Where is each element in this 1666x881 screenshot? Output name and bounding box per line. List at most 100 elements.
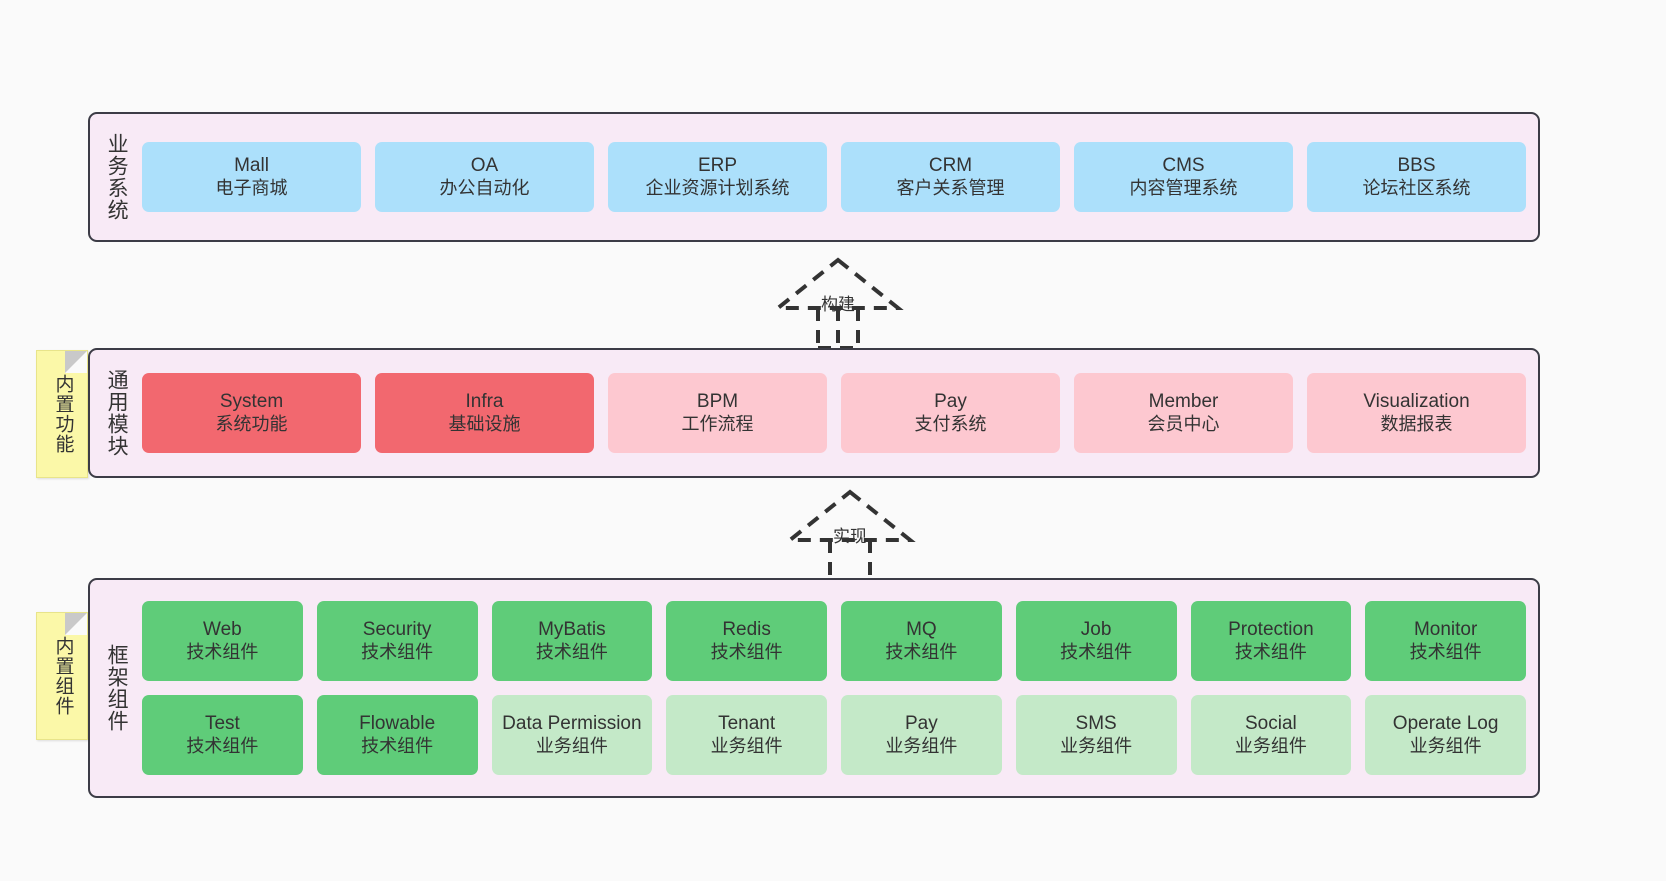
layer-business-systems-label: 业务系统 [105,133,129,221]
arrow-build: 构建 [748,252,928,352]
node-bbs-title: BBS [1397,155,1436,177]
node-mybatis-desc: 技术组件 [535,641,608,662]
node-operate-log[interactable]: Operate Log 业务组件 [1365,695,1526,775]
layer-common-modules: 通用模块 System 系统功能 Infra 基础设施 BPM 工作流程 Pay… [88,348,1540,478]
node-pay-component[interactable]: Pay 业务组件 [841,695,1002,775]
node-job-title: Job [1080,619,1112,641]
node-infra[interactable]: Infra 基础设施 [375,373,594,453]
node-member-title: Member [1148,391,1219,413]
node-mybatis-title: MyBatis [538,619,606,641]
business-systems-row: Mall 电子商城 OA 办公自动化 ERP 企业资源计划系统 CRM 客户关系… [142,142,1526,212]
node-system-desc: 系统功能 [215,413,288,434]
node-cms-desc: 内容管理系统 [1129,177,1238,198]
node-sms-title: SMS [1075,713,1117,735]
node-pay-module[interactable]: Pay 支付系统 [841,373,1060,453]
node-cms[interactable]: CMS 内容管理系统 [1074,142,1293,212]
node-visualization-title: Visualization [1363,391,1470,413]
node-oa-title: OA [470,155,499,177]
framework-row-business: Test 技术组件 Flowable 技术组件 Data Permission … [142,695,1526,775]
node-flowable[interactable]: Flowable 技术组件 [316,695,478,775]
node-mall[interactable]: Mall 电子商城 [142,142,361,212]
node-infra-desc: 基础设施 [448,413,521,434]
framework-row-tech: Web 技术组件 Security 技术组件 MyBatis 技术组件 Redi… [142,601,1526,681]
node-monitor[interactable]: Monitor 技术组件 [1365,601,1526,681]
node-tenant[interactable]: Tenant 业务组件 [666,695,827,775]
node-mall-desc: 电子商城 [215,177,288,198]
node-bbs[interactable]: BBS 论坛社区系统 [1307,142,1526,212]
node-web[interactable]: Web 技术组件 [142,601,303,681]
layer-business-systems-body: Mall 电子商城 OA 办公自动化 ERP 企业资源计划系统 CRM 客户关系… [134,122,1526,232]
node-visualization[interactable]: Visualization 数据报表 [1307,373,1526,453]
node-redis-title: Redis [722,619,771,641]
arrow-realize: 实现 [760,484,940,584]
node-erp-desc: 企业资源计划系统 [645,177,790,198]
node-web-title: Web [203,619,242,641]
node-protection-desc: 技术组件 [1234,641,1307,662]
node-sms[interactable]: SMS 业务组件 [1015,695,1177,775]
node-social-title: Social [1245,713,1297,735]
node-tenant-desc: 业务组件 [710,735,783,756]
node-test-title: Test [204,713,240,735]
node-social-desc: 业务组件 [1234,735,1307,756]
sticky-note-builtin-functions: 内置功能 [36,350,88,478]
node-mq[interactable]: MQ 技术组件 [841,601,1002,681]
node-bbs-desc: 论坛社区系统 [1362,177,1471,198]
node-mq-desc: 技术组件 [885,641,958,662]
node-social[interactable]: Social 业务组件 [1190,695,1352,775]
node-infra-title: Infra [465,391,504,413]
node-redis-desc: 技术组件 [710,641,783,662]
node-mq-title: MQ [906,619,937,641]
node-system-title: System [219,391,284,413]
node-system[interactable]: System 系统功能 [142,373,361,453]
node-operate-log-desc: 业务组件 [1409,735,1482,756]
node-job[interactable]: Job 技术组件 [1015,601,1177,681]
node-test-desc: 技术组件 [186,735,259,756]
node-visualization-desc: 数据报表 [1380,413,1453,434]
node-monitor-title: Monitor [1413,619,1478,641]
arrow-realize-glyph [784,489,916,582]
node-oa[interactable]: OA 办公自动化 [375,142,594,212]
node-member[interactable]: Member 会员中心 [1074,373,1293,453]
node-mybatis[interactable]: MyBatis 技术组件 [491,601,653,681]
node-protection-title: Protection [1228,619,1314,641]
node-flowable-desc: 技术组件 [361,735,434,756]
arrow-build-glyph [772,257,904,350]
node-member-desc: 会员中心 [1147,413,1220,434]
node-operate-log-title: Operate Log [1392,713,1499,735]
common-modules-row: System 系统功能 Infra 基础设施 BPM 工作流程 Pay 支付系统… [142,373,1526,453]
node-protection[interactable]: Protection 技术组件 [1190,601,1352,681]
node-pay-component-desc: 业务组件 [885,735,958,756]
node-flowable-title: Flowable [359,713,436,735]
node-pay-module-desc: 支付系统 [914,413,987,434]
node-crm[interactable]: CRM 客户关系管理 [841,142,1060,212]
node-bpm-title: BPM [696,391,739,413]
node-job-desc: 技术组件 [1060,641,1133,662]
layer-common-modules-label: 通用模块 [105,369,129,457]
node-pay-module-title: Pay [934,391,967,413]
node-web-desc: 技术组件 [186,641,259,662]
node-data-permission-title: Data Permission [502,713,642,735]
node-data-permission-desc: 业务组件 [535,735,608,756]
node-crm-title: CRM [928,155,973,177]
node-oa-desc: 办公自动化 [439,177,530,198]
node-bpm-desc: 工作流程 [681,413,754,434]
node-test[interactable]: Test 技术组件 [142,695,303,775]
node-security-desc: 技术组件 [361,641,434,662]
node-redis[interactable]: Redis 技术组件 [666,601,827,681]
node-data-permission[interactable]: Data Permission 业务组件 [491,695,653,775]
layer-framework-components-body: Web 技术组件 Security 技术组件 MyBatis 技术组件 Redi… [134,588,1526,788]
layer-business-systems: 业务系统 Mall 电子商城 OA 办公自动化 ERP 企业资源计划系统 CRM… [88,112,1540,242]
node-tenant-title: Tenant [718,713,776,735]
layer-framework-components-label: 框架组件 [105,644,129,732]
layer-common-modules-body: System 系统功能 Infra 基础设施 BPM 工作流程 Pay 支付系统… [134,358,1526,468]
node-security[interactable]: Security 技术组件 [316,601,478,681]
node-erp-title: ERP [697,155,738,177]
node-monitor-desc: 技术组件 [1409,641,1482,662]
node-security-title: Security [362,619,432,641]
node-pay-component-title: Pay [905,713,938,735]
node-erp[interactable]: ERP 企业资源计划系统 [608,142,827,212]
node-crm-desc: 客户关系管理 [896,177,1005,198]
sticky-note-builtin-components: 内置组件 [36,612,88,740]
node-bpm[interactable]: BPM 工作流程 [608,373,827,453]
